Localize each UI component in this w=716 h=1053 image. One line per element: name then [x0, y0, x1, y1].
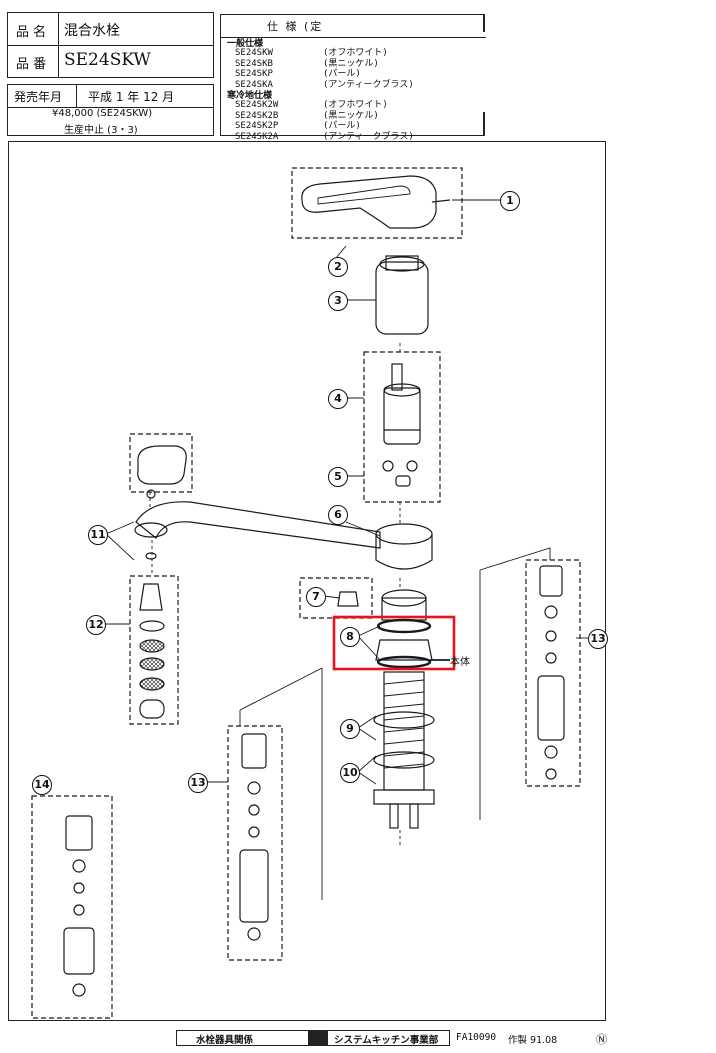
spec-finish: (パール) — [323, 121, 361, 131]
spec-row: SE24SK2P (パール) — [235, 121, 361, 132]
spec-table: 仕 様 (定 一般仕様 SE24SKW (オフホワイト) SE24SKB (黒ニッケル… — [220, 14, 486, 142]
spec-finish: (オフホワイト) — [323, 100, 388, 110]
spec-finish: (黒ニッケル) — [323, 58, 379, 69]
spec-finish: (アンティークブラス) — [323, 79, 414, 90]
release-label: 発売年月 — [14, 90, 63, 104]
spec-title: 仕 様 (定 — [267, 20, 324, 33]
spec-row: SE24SKA (アンティークブラス) — [235, 80, 414, 91]
spec-row: SE24SK2W (オフホワイト) — [235, 100, 388, 111]
spec-finish: (黒ニッケル) — [323, 110, 379, 121]
spec-row: SE24SK2B (黒ニッケル) — [235, 111, 379, 122]
spec-code: SE24SK2P — [235, 121, 279, 131]
dashbox-13-left — [227, 725, 283, 961]
footer-dept1: 水栓器具関係 — [196, 1035, 254, 1046]
dashbox-14 — [31, 795, 113, 1019]
product-code-label: 品 番 — [16, 57, 47, 72]
callout-9: 9 — [340, 719, 360, 739]
product-code: SE24SKW — [64, 50, 151, 70]
release-info-table: 発売年月 平成 1 年 12 月 ¥48,000 (SE24SKW) 生産中止 … — [7, 84, 214, 136]
spec-row: SE24SKB (黒ニッケル) — [235, 59, 379, 70]
body-label: 本体 — [450, 657, 470, 668]
callout-3: 3 — [328, 291, 348, 311]
spec-row: SE24SK2A (アンティークブラス) — [235, 132, 414, 143]
callout-10: 10 — [340, 763, 360, 783]
spec-code: SE24SKP — [235, 69, 273, 79]
callout-6: 6 — [328, 505, 348, 525]
callout-1: 1 — [500, 191, 520, 211]
dashbox-lever — [291, 167, 463, 239]
product-name-label: 品 名 — [16, 25, 47, 40]
footer-divider-mark — [308, 1031, 328, 1045]
product-info-table: 品 名 混合水栓 品 番 SE24SKW — [7, 12, 214, 78]
spec-code: SE24SKW — [235, 48, 273, 58]
spec-finish: (パール) — [323, 69, 361, 79]
callout-13-left: 13 — [188, 773, 208, 793]
callout-5: 5 — [328, 467, 348, 487]
release-value: 平成 1 年 12 月 — [88, 90, 175, 104]
spec-group2-label: 寒冷地仕様 — [227, 91, 273, 101]
callout-7: 7 — [306, 587, 326, 607]
discontinued-line: 生産中止 (3・3) — [64, 125, 138, 136]
footer-box — [176, 1030, 450, 1046]
spec-table-edge — [483, 14, 485, 32]
spec-row: SE24SKP (パール) — [235, 69, 361, 80]
footer-dept2: システムキッチン事業部 — [334, 1035, 439, 1046]
spec-code: SE24SK2W — [235, 100, 279, 110]
dashbox-cartridge — [363, 351, 441, 503]
spec-finish: (アンティークブラス) — [323, 131, 414, 142]
callout-4: 4 — [328, 389, 348, 409]
callout-2: 2 — [328, 257, 348, 277]
spec-finish: (オフホワイト) — [323, 48, 388, 58]
product-name: 混合水栓 — [64, 23, 120, 39]
spec-code: SE24SK2A — [235, 131, 279, 142]
footer-doc-code: FA10090 — [456, 1032, 497, 1043]
diagram-frame — [8, 141, 606, 1021]
callout-13-right: 13 — [588, 629, 608, 649]
spec-code: SE24SKB — [235, 58, 273, 69]
spec-code: SE24SKA — [235, 79, 273, 90]
spec-group1-label: 一般仕様 — [227, 39, 264, 49]
spec-code: SE24SK2B — [235, 110, 279, 121]
spec-row: SE24SKW (オフホワイト) — [235, 48, 388, 59]
footer-mark: Ⓝ — [596, 1033, 607, 1046]
dashbox-13-right — [525, 559, 581, 787]
callout-12: 12 — [86, 615, 106, 635]
spec-table-edge — [483, 112, 485, 136]
dashbox-aerator — [129, 575, 179, 725]
callout-8: 8 — [340, 627, 360, 647]
dashbox-cap — [129, 433, 193, 493]
callout-14: 14 — [32, 775, 52, 795]
callout-11: 11 — [88, 525, 108, 545]
footer-made: 作製 91.08 — [508, 1035, 558, 1046]
price-line: ¥48,000 (SE24SKW) — [52, 108, 153, 119]
highlight-box — [332, 615, 456, 671]
